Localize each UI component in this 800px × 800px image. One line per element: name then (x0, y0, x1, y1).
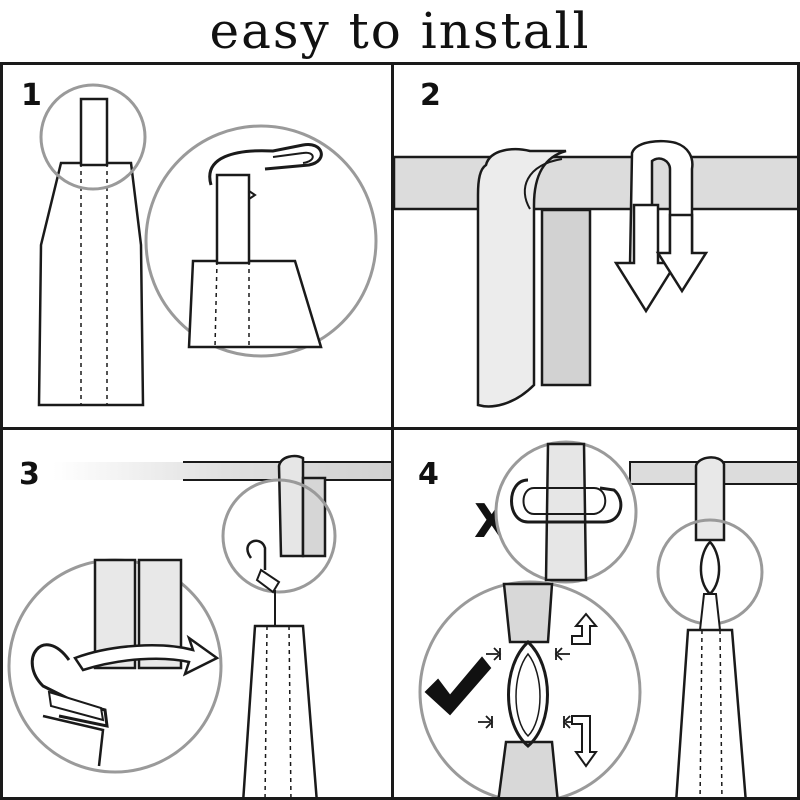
step-2-illustration (394, 139, 797, 408)
step-4-panel: 4 X (391, 427, 800, 800)
step-2-panel: 2 (391, 62, 800, 430)
step-4-number: 4 (418, 457, 439, 492)
step-1-number: 1 (21, 78, 42, 113)
page-title: easy to install (209, 2, 591, 60)
step-4-illustration (418, 440, 797, 797)
check-mark-icon (424, 656, 492, 716)
step-3-panel: 3 (0, 427, 394, 800)
step-3-number: 3 (19, 457, 40, 492)
step-1-illustration (37, 83, 378, 407)
step-2-number: 2 (420, 78, 441, 113)
step-3-illustration (7, 454, 391, 797)
step-1-panel: 1 (0, 62, 394, 430)
